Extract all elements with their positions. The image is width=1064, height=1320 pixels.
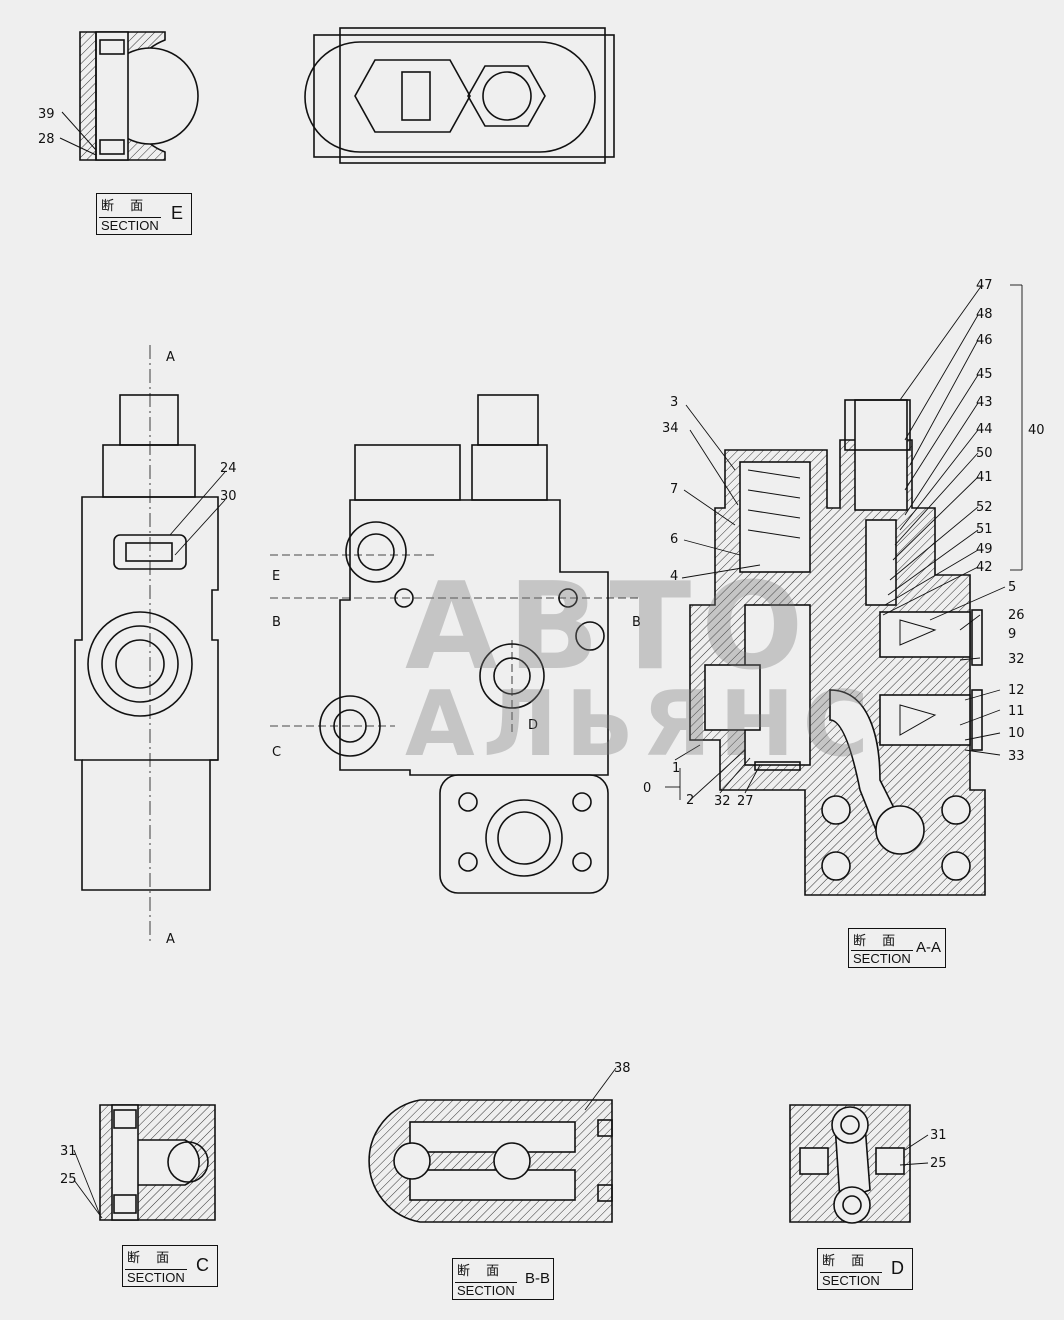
callout-4: 4: [670, 569, 678, 584]
section-aa-word: SECTION: [851, 950, 913, 966]
section-aa-view: [689, 399, 986, 896]
callout-43: 43: [976, 395, 993, 410]
top-view: [304, 27, 615, 164]
callout-45: 45: [976, 367, 993, 382]
callout-0: 0: [643, 781, 651, 796]
cut-mark-e: E: [272, 569, 280, 584]
callout-2: 2: [686, 793, 694, 808]
section-d-view: [789, 1104, 911, 1224]
section-c-view: [99, 1104, 216, 1221]
section-aa-cjk: 断 面: [853, 934, 902, 949]
section-c-id: C: [196, 1255, 209, 1275]
callout-33: 33: [1008, 749, 1025, 764]
section-bb-caption: 断 面 SECTION B-B: [452, 1258, 554, 1300]
callout-27: 27: [737, 794, 754, 809]
callout-39: 39: [38, 107, 55, 122]
callout-51: 51: [976, 522, 993, 537]
callout-28: 28: [38, 132, 55, 147]
callout-52: 52: [976, 500, 993, 515]
cut-mark-b-left: B: [272, 615, 281, 630]
callout-32-right: 32: [1008, 652, 1025, 667]
callout-3: 3: [670, 395, 678, 410]
section-bb-cjk: 断 面: [457, 1264, 506, 1279]
cut-mark-d: D: [528, 718, 538, 733]
section-d-word: SECTION: [820, 1272, 882, 1288]
callout-9: 9: [1008, 627, 1016, 642]
cut-mark-c: C: [272, 745, 281, 760]
callout-49: 49: [976, 542, 993, 557]
cut-mark-b-right: B: [632, 615, 641, 630]
aa-leader-lines: [665, 284, 1023, 801]
callout-26: 26: [1008, 608, 1025, 623]
callout-48: 48: [976, 307, 993, 322]
callout-44: 44: [976, 422, 993, 437]
callout-30: 30: [220, 489, 237, 504]
section-e-cjk: 断 面: [101, 199, 150, 214]
section-bb-id: B-B: [524, 1270, 550, 1287]
callout-25-d: 25: [930, 1156, 947, 1171]
callout-6: 6: [670, 532, 678, 547]
detail-leader-lines: [73, 1067, 929, 1219]
side-view: [270, 394, 640, 894]
section-d-id: D: [891, 1258, 904, 1278]
callout-7: 7: [670, 482, 678, 497]
callout-11: 11: [1008, 704, 1025, 719]
section-c-caption: 断 面 SECTION C: [122, 1245, 218, 1287]
section-bb-view: [368, 1099, 613, 1223]
callout-34: 34: [662, 421, 679, 436]
front-view: [74, 345, 219, 945]
callout-47: 47: [976, 278, 993, 293]
section-d-cjk: 断 面: [822, 1254, 871, 1269]
callout-12: 12: [1008, 683, 1025, 698]
cut-mark-a-top: A: [166, 350, 175, 365]
section-aa-caption: 断 面 SECTION A-A: [848, 928, 946, 968]
section-d-caption: 断 面 SECTION D: [817, 1248, 913, 1290]
callout-32-left: 32: [714, 794, 731, 809]
section-bb-word: SECTION: [455, 1282, 517, 1298]
section-c-word: SECTION: [125, 1269, 187, 1285]
callout-42: 42: [976, 560, 993, 575]
callout-24: 24: [220, 461, 237, 476]
callout-31-d: 31: [930, 1128, 947, 1143]
callout-1: 1: [672, 761, 680, 776]
section-e-caption: 断 面 SECTION E: [96, 193, 192, 235]
callout-50: 50: [976, 446, 993, 461]
callout-38: 38: [614, 1061, 631, 1076]
callout-31-c: 31: [60, 1144, 77, 1159]
section-aa-id: A-A: [915, 939, 941, 956]
section-e-view: [59, 31, 199, 161]
callout-25-c: 25: [60, 1172, 77, 1187]
callout-40: 40: [1028, 423, 1045, 438]
callout-5: 5: [1008, 580, 1016, 595]
callout-10: 10: [1008, 726, 1025, 741]
section-e-word: SECTION: [99, 217, 161, 233]
cut-mark-a-bottom: A: [166, 932, 175, 947]
callout-46: 46: [976, 333, 993, 348]
front-leader-lines: [169, 471, 226, 556]
section-e-id: E: [170, 203, 183, 223]
callout-41: 41: [976, 470, 993, 485]
section-c-cjk: 断 面: [127, 1251, 176, 1266]
